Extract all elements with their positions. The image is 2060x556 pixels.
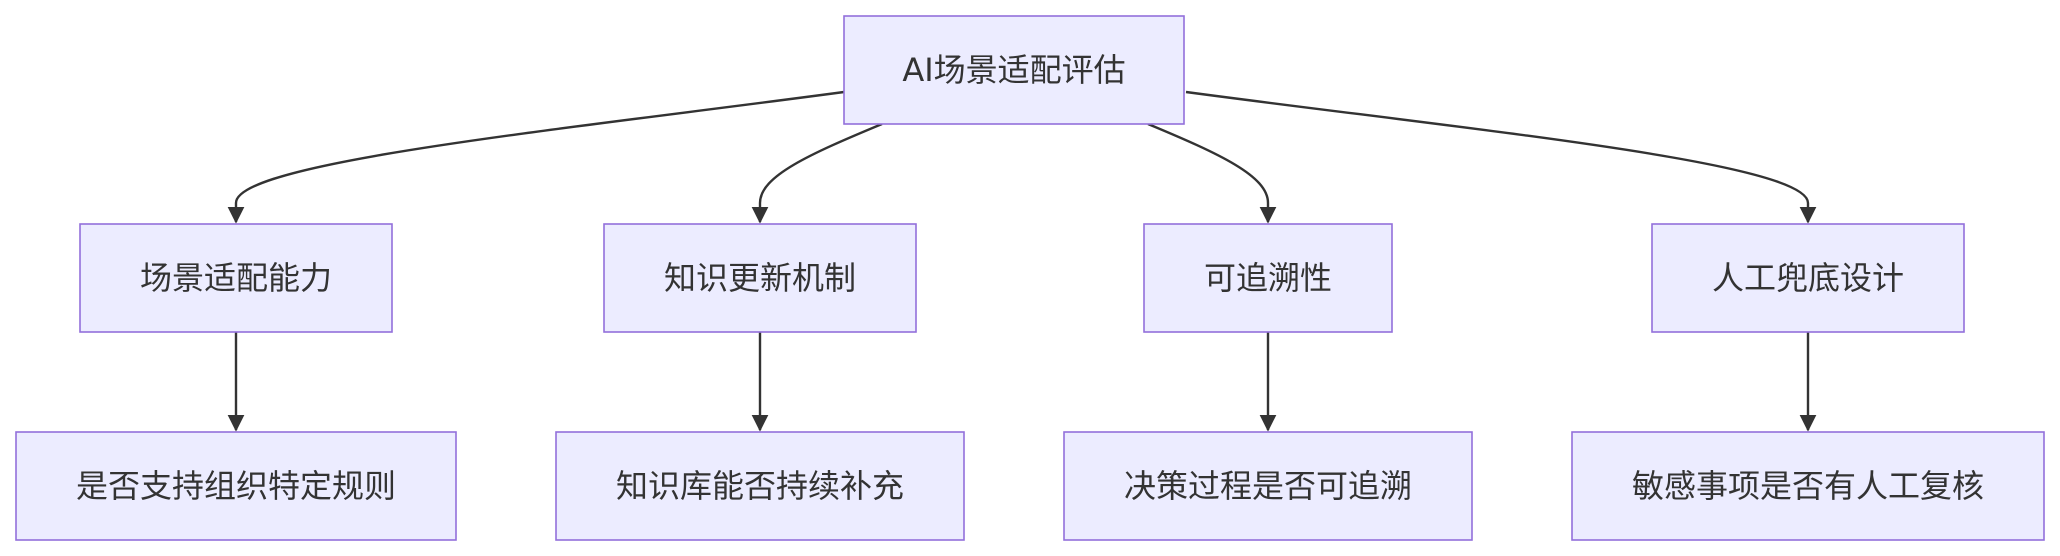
edge-root-knowledge [751,122,883,224]
node-human: 人工兜底设计 [1651,223,1965,333]
node-knowledge: 知识更新机制 [603,223,917,333]
node-scene-q: 是否支持组织特定规则 [15,431,457,541]
node-knowledge-label: 知识更新机制 [664,259,856,297]
node-trace-label: 可追溯性 [1204,259,1332,297]
node-knowledge-q-label: 知识库能否持续补充 [616,467,904,505]
node-scene-label: 场景适配能力 [140,259,332,297]
edge-root-scene [227,90,845,224]
node-trace: 可追溯性 [1143,223,1393,333]
node-root: AI场景适配评估 [843,15,1185,125]
edges [227,90,1817,432]
node-scene-q-label: 是否支持组织特定规则 [76,467,396,505]
node-trace-q: 决策过程是否可追溯 [1063,431,1473,541]
node-human-q: 敏感事项是否有人工复核 [1571,431,2045,541]
edge-root-human [1185,90,1817,224]
node-root-label: AI场景适配评估 [902,51,1125,89]
node-trace-q-label: 决策过程是否可追溯 [1124,467,1412,505]
node-knowledge-q: 知识库能否持续补充 [555,431,965,541]
node-scene: 场景适配能力 [79,223,393,333]
node-human-label: 人工兜底设计 [1712,259,1904,297]
edge-root-trace [1147,122,1277,224]
node-human-q-label: 敏感事项是否有人工复核 [1632,467,1984,505]
